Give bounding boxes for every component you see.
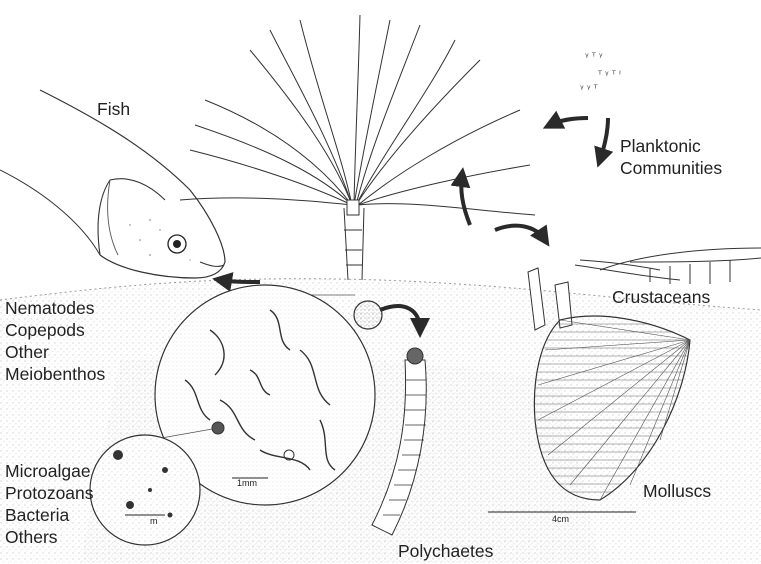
scale-label-4cm: 4cm — [552, 514, 569, 524]
scale-label-micro: m — [150, 516, 158, 526]
svg-text:ᵞ ᵀ ᵞ: ᵞ ᵀ ᵞ — [585, 52, 603, 63]
label-microbes-group: Microalgae Protozoans Bacteria Others — [5, 460, 94, 548]
arrow-to-fish — [220, 280, 260, 282]
label-planktonic-communities: Planktonic Communities — [620, 135, 722, 179]
sediment-sample-circle — [354, 301, 382, 329]
label-fish: Fish — [97, 98, 130, 120]
label-polychaetes: Polychaetes — [398, 540, 493, 562]
svg-text:ᵀ ᵞ ᵀ ᴵ: ᵀ ᵞ ᵀ ᴵ — [597, 70, 621, 81]
shrimp-drawing — [575, 248, 761, 284]
arrow-worm-right — [495, 226, 545, 240]
label-molluscs: Molluscs — [643, 480, 711, 502]
plankton-drawing: ᵞ ᵀ ᵞ ᵀ ᵞ ᵀ ᴵ ᵞ ᵞ ᵀ — [580, 52, 621, 95]
svg-text:ᵞ ᵞ ᵀ: ᵞ ᵞ ᵀ — [580, 84, 598, 95]
scale-label-1mm: 1mm — [237, 478, 257, 488]
arrow-plankton-down — [600, 118, 608, 160]
label-crustaceans: Crustaceans — [612, 286, 710, 308]
fan-worm-drawing — [180, 15, 535, 280]
label-meiobenthos-group: Nematodes Copepods Other Meiobenthos — [5, 297, 105, 385]
arrow-plankton-left — [550, 118, 588, 125]
arrow-worm-up — [461, 175, 470, 225]
